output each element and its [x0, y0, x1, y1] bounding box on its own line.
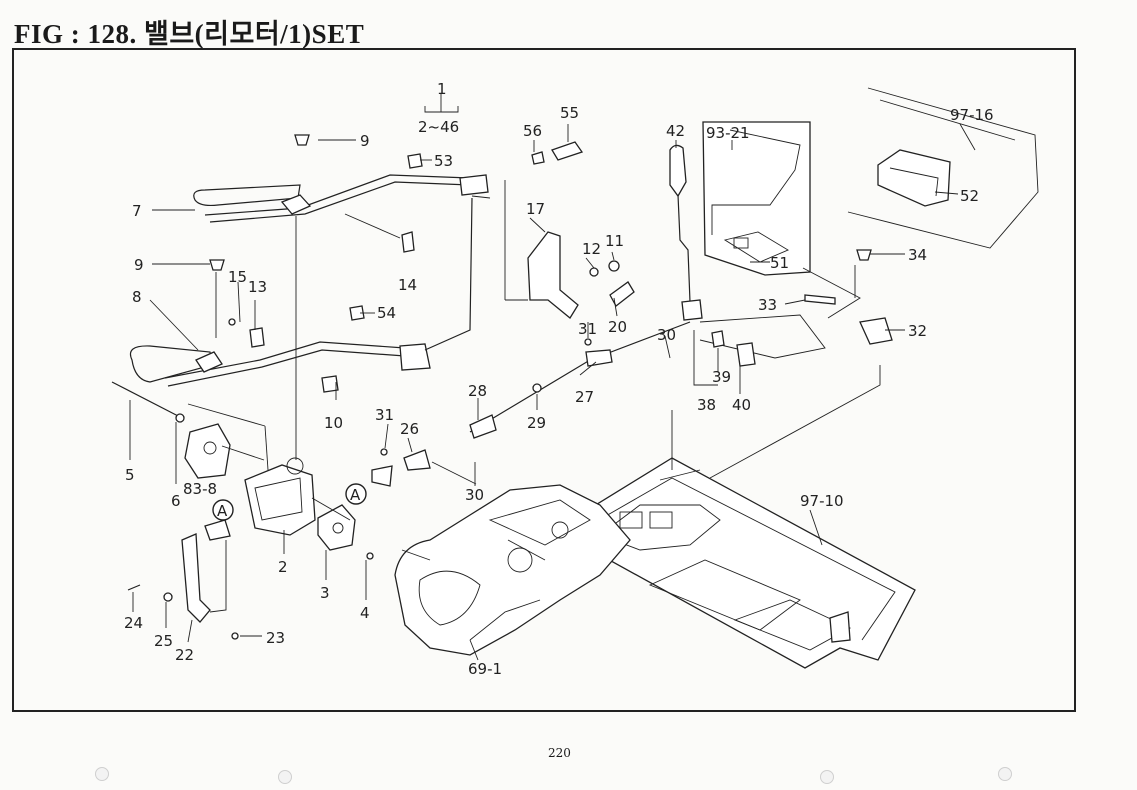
valve-assembly: [111, 381, 356, 623]
callout-12: 12: [582, 240, 601, 258]
callout-40: 40: [732, 396, 751, 414]
reference-marks: A A: [212, 483, 367, 521]
callout-51: 51: [770, 254, 789, 272]
figure-title: FIG : 128. 밸브(리모터/1)SET: [14, 19, 365, 49]
callout-14: 14: [398, 276, 417, 294]
callout-17: 17: [526, 200, 545, 218]
ref-mark-a-left: A: [217, 502, 228, 520]
callout-97-10: 97-10: [800, 492, 844, 510]
callout-25: 25: [154, 632, 173, 650]
callout-28: 28: [468, 382, 487, 400]
callout-97-16: 97-16: [950, 106, 994, 124]
punch-hole-mark: [820, 770, 834, 784]
callout-24: 24: [124, 614, 143, 632]
callout-22: 22: [175, 646, 194, 664]
callout-34: 34: [908, 246, 927, 264]
callout-42: 42: [666, 122, 685, 140]
callout-8: 8: [132, 288, 142, 306]
panel: [847, 87, 1039, 249]
callout-53: 53: [434, 152, 453, 170]
pipes: [129, 174, 489, 387]
callout-33: 33: [758, 296, 777, 314]
leader-lines: [129, 94, 976, 661]
lever: [669, 144, 703, 321]
ref-mark-a-right: A: [350, 486, 361, 504]
callout-11: 11: [605, 232, 624, 250]
callout-39: 39: [712, 368, 731, 386]
base-plates: [699, 267, 893, 367]
callout-9a: 9: [360, 132, 370, 150]
callout-30b: 30: [465, 486, 484, 504]
callout-23: 23: [266, 629, 285, 647]
callout-1: 1: [437, 80, 447, 98]
callout-30a: 30: [657, 326, 676, 344]
callout-69-1: 69-1: [468, 660, 502, 678]
callout-15: 15: [228, 268, 247, 286]
cable-rod: [371, 321, 691, 487]
engine-block: [394, 484, 631, 656]
callout-83-8: 83-8: [183, 480, 217, 498]
callout-4: 4: [360, 604, 370, 622]
callout-26: 26: [400, 420, 419, 438]
drawing-frame: [12, 48, 1076, 712]
callout-54: 54: [377, 304, 396, 322]
callout-5: 5: [125, 466, 135, 484]
callout-32: 32: [908, 322, 927, 340]
callout-2: 2: [278, 558, 288, 576]
callout-20: 20: [608, 318, 627, 336]
box: [702, 121, 811, 276]
callout-31a: 31: [578, 320, 597, 338]
punch-hole-mark: [95, 767, 109, 781]
callout-31b: 31: [375, 406, 394, 424]
punch-hole-mark: [998, 767, 1012, 781]
callout-6: 6: [171, 492, 181, 510]
callout-55: 55: [560, 104, 579, 122]
callout-38: 38: [697, 396, 716, 414]
page-number: 220: [548, 746, 571, 760]
bracket: [527, 141, 635, 319]
punch-hole-mark: [278, 770, 292, 784]
callout-52: 52: [960, 187, 979, 205]
callout-29: 29: [527, 414, 546, 432]
callout-93-21: 93-21: [706, 124, 750, 142]
callout-13: 13: [248, 278, 267, 296]
callout-labels: 1 2~46 9 53 7 9 15 13 8 14 54 10 17 12 1…: [124, 80, 994, 678]
callout-7: 7: [132, 202, 142, 220]
hardware: [127, 134, 872, 640]
callout-56: 56: [523, 122, 542, 140]
callout-2-46: 2~46: [418, 118, 459, 136]
callout-27: 27: [575, 388, 594, 406]
callout-9b: 9: [134, 256, 144, 274]
callout-10: 10: [324, 414, 343, 432]
callout-3: 3: [320, 584, 330, 602]
